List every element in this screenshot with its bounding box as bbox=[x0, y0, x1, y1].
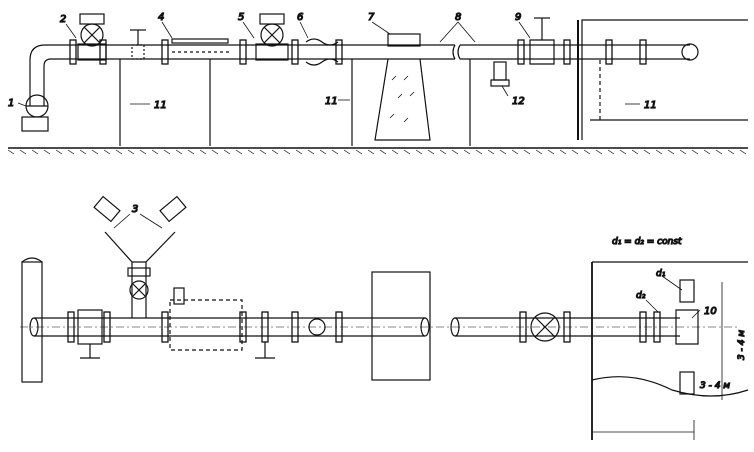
nozzle-box bbox=[169, 299, 243, 351]
ground-hatch bbox=[7, 149, 747, 155]
callout-7: 7 bbox=[368, 12, 375, 23]
callout-11a: 11 bbox=[154, 100, 167, 111]
callout-6: 6 bbox=[297, 12, 303, 23]
branch-d1 bbox=[679, 279, 695, 303]
bottom-view: 3 10 d₁ = d₂ = const d₁ d₂ 3 - 4 м 3 - 4… bbox=[20, 195, 749, 440]
pipe-b-break bbox=[420, 317, 430, 337]
callout-2: 2 bbox=[60, 14, 66, 25]
formula-label: d₁ = d₂ = const bbox=[612, 237, 682, 247]
hydrant-right bbox=[159, 195, 187, 223]
support-7 bbox=[374, 58, 431, 141]
pipe-break-right bbox=[457, 44, 461, 60]
nozzle-4 bbox=[171, 38, 229, 44]
valve-y-x2 bbox=[132, 283, 146, 297]
callout-11c: 11 bbox=[644, 100, 657, 111]
callout-9: 9 bbox=[515, 12, 521, 23]
label-d1: d₁ bbox=[656, 269, 666, 279]
top-view: 1 2 4 5 6 7 8 9 11 11 11 12 bbox=[7, 11, 748, 155]
valve-5-motor bbox=[259, 13, 285, 25]
callout-leaders-b bbox=[113, 213, 701, 319]
pipe-break-left bbox=[452, 44, 456, 60]
callout-10: 10 bbox=[704, 306, 717, 317]
branch-bottom bbox=[679, 371, 695, 395]
callout-4: 4 bbox=[158, 12, 164, 23]
label-d2: d₂ bbox=[636, 291, 646, 301]
compensator-b bbox=[308, 318, 326, 336]
callout-leaders bbox=[17, 21, 640, 107]
callout-3: 3 bbox=[132, 204, 138, 215]
drain-12-cap bbox=[490, 79, 510, 87]
valve-5-x2 bbox=[263, 26, 281, 44]
flanges-top bbox=[69, 39, 647, 65]
tank-wall bbox=[581, 19, 748, 140]
label-dim-horizontal: 3 - 4 м bbox=[700, 381, 730, 391]
tee-10 bbox=[675, 309, 699, 345]
callout-8: 8 bbox=[455, 12, 461, 23]
nozzle-valve bbox=[173, 287, 185, 305]
valve-2-body bbox=[77, 43, 107, 61]
valve-9 bbox=[529, 39, 555, 65]
callout-5: 5 bbox=[238, 12, 244, 23]
y-branch-3 bbox=[104, 231, 176, 318]
hydrant-left bbox=[93, 195, 121, 223]
elbow-pipe bbox=[29, 44, 70, 106]
valve-y bbox=[129, 280, 149, 300]
support-7-saddle bbox=[387, 33, 421, 47]
callout-11b: 11 bbox=[325, 96, 338, 107]
vertical-pipe-left bbox=[21, 261, 43, 383]
valve-b9 bbox=[530, 312, 560, 342]
callout-12: 12 bbox=[512, 96, 525, 107]
callout-1: 1 bbox=[8, 98, 14, 109]
valve-5-body bbox=[255, 43, 289, 61]
compensator-6 bbox=[305, 38, 339, 66]
support-hatch bbox=[389, 75, 415, 123]
tank-outline-b bbox=[591, 261, 749, 397]
support-block bbox=[371, 271, 431, 381]
valve-2-motor bbox=[79, 13, 105, 25]
pipe-end bbox=[681, 43, 699, 61]
valve-body bbox=[131, 44, 145, 60]
valve-2-x2 bbox=[83, 26, 101, 44]
y-flange bbox=[127, 267, 151, 277]
supports-11 bbox=[119, 59, 471, 146]
valve-b9-x2 bbox=[534, 316, 556, 338]
vertical-pipe-break bbox=[21, 257, 43, 263]
drain-12 bbox=[493, 61, 507, 81]
pump-base bbox=[21, 116, 49, 132]
label-dim-vertical: 3 - 4 м bbox=[737, 330, 747, 360]
